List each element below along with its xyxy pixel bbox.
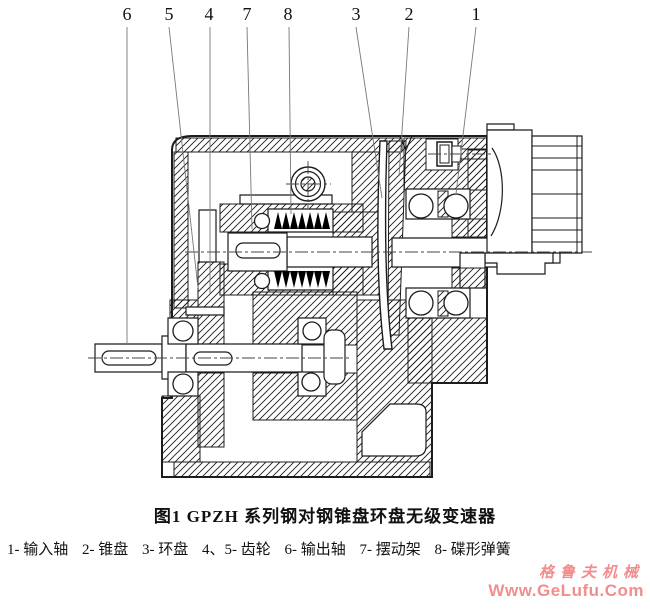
callout-3: 3 bbox=[352, 4, 361, 24]
callout-5: 5 bbox=[165, 4, 174, 24]
legend-item-ring-disc: 3- 环盘 bbox=[142, 542, 189, 558]
motor-ribs bbox=[532, 136, 582, 253]
housing-bottom-wall bbox=[173, 461, 431, 478]
parts-legend: 1- 输入轴 2- 锥盘 3- 环盘 4、5- 齿轮 6- 输出轴 7- 摆动架… bbox=[7, 538, 647, 559]
legend-item-cone-disc: 2- 锥盘 bbox=[82, 542, 129, 558]
centerlines bbox=[88, 153, 592, 359]
motor-shaft-bracket bbox=[484, 252, 554, 275]
oil-pocket bbox=[361, 403, 427, 457]
flange-lip bbox=[486, 123, 515, 131]
callout-7: 7 bbox=[243, 4, 252, 24]
input-housing-bottom bbox=[407, 317, 488, 384]
watermark: 格鲁夫机械 Www.GeLufu.Com bbox=[488, 565, 644, 600]
callout-1: 1 bbox=[472, 4, 481, 24]
left-lower-boss bbox=[161, 395, 201, 463]
figure-caption: 图1 GPZH 系列钢对钢锥盘环盘无级变速器 bbox=[153, 507, 497, 526]
variator-sectional-drawing: 6 5 4 7 8 3 2 1 bbox=[88, 4, 592, 478]
bolt-shank bbox=[461, 148, 487, 160]
bearing-cages bbox=[437, 190, 488, 317]
callout-8: 8 bbox=[284, 4, 293, 24]
housing-ledge bbox=[185, 306, 225, 316]
legend-item-gears: 4、5- 齿轮 bbox=[202, 542, 271, 558]
gear-4 bbox=[197, 261, 225, 346]
disc-spring-stacks bbox=[274, 212, 330, 288]
gear-5 bbox=[197, 372, 225, 448]
motor-flange bbox=[486, 129, 533, 254]
swing-frame-arm bbox=[351, 151, 381, 213]
screw-cross-centerline bbox=[286, 161, 331, 208]
callout-numbers: 6 5 4 7 8 3 2 1 bbox=[123, 4, 481, 24]
watermark-company: 格鲁夫机械 bbox=[538, 565, 644, 581]
callout-4: 4 bbox=[205, 4, 214, 24]
joint-notch bbox=[399, 135, 413, 152]
leader-lines bbox=[126, 26, 477, 344]
legend-item-input-shaft: 1- 输入轴 bbox=[7, 542, 69, 558]
legend-item-swing-frame: 7- 摆动架 bbox=[359, 542, 421, 558]
bearing-balls bbox=[172, 193, 469, 395]
keyway-slot bbox=[235, 242, 281, 259]
legend-item-disc-spring: 8- 碟形弹簧 bbox=[434, 542, 511, 558]
callout-6: 6 bbox=[123, 4, 132, 24]
disc-spring-upper bbox=[274, 212, 330, 229]
output-keyway-2 bbox=[193, 351, 233, 366]
lock-nut bbox=[323, 329, 346, 385]
disc-spring-lower bbox=[274, 271, 330, 288]
callout-2: 2 bbox=[405, 4, 414, 24]
swing-frame bbox=[198, 209, 217, 263]
bell-housing-curve bbox=[490, 147, 503, 237]
watermark-url: Www.GeLufu.Com bbox=[488, 580, 644, 600]
legend-item-output-shaft: 6- 输出轴 bbox=[284, 542, 346, 558]
